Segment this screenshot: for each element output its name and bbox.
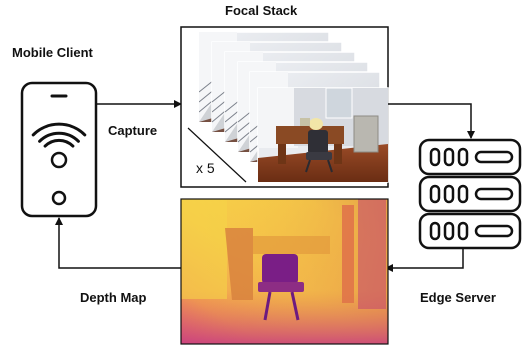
result-arrow — [385, 248, 464, 272]
upload-arrow — [388, 103, 475, 139]
smartphone-wifi-icon — [20, 81, 98, 218]
mobile-client-label: Mobile Client — [12, 45, 93, 60]
depth-map-image — [180, 198, 389, 345]
stack-depth-line — [187, 127, 247, 183]
server-rack-icon — [418, 138, 522, 250]
capture-label: Capture — [108, 123, 158, 138]
focal-stack-panel: x 5 — [180, 26, 389, 188]
edge-server-label: Edge Server — [420, 290, 496, 305]
office-photo — [257, 87, 389, 183]
return-arrow — [55, 217, 181, 269]
depth-map-label: Depth Map — [80, 290, 147, 305]
stack-count: x 5 — [196, 160, 215, 176]
focal-stack-title: Focal Stack — [225, 3, 298, 18]
